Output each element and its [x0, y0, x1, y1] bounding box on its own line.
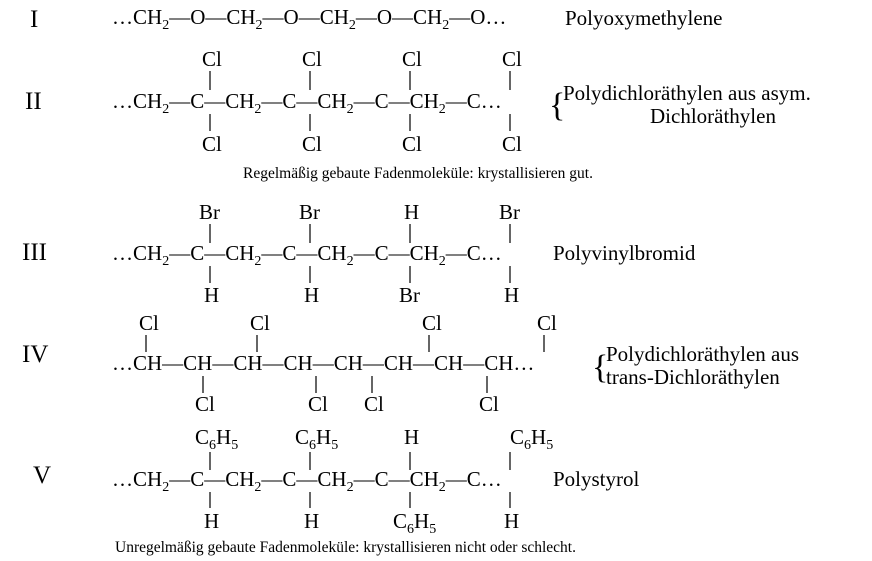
row-III-up-1: Br: [299, 200, 320, 224]
row-IV-name-line-1: Polydichloräthylen aus: [606, 342, 799, 366]
row-II-bonds: [209, 71, 511, 131]
row-II-up-3: Cl: [502, 47, 522, 71]
row-IV-chain: …CH—CH—CH—CH—CH—CH—CH—CH…: [112, 351, 534, 375]
row-III-numeral: III: [22, 239, 47, 266]
row-V-up-substituents: C6H5 C6H5 H C6H5: [195, 425, 553, 453]
row-I-name: Polyoxymethylene: [565, 6, 722, 30]
row-IV-down-3: Cl: [479, 392, 499, 416]
row-V-down-1: H: [304, 509, 319, 533]
row-IV-down-substituents: Cl Cl Cl Cl: [195, 392, 499, 416]
row-III-down-substituents: H H Br H: [204, 283, 519, 307]
row-IV-down-2: Cl: [364, 392, 384, 416]
row-II-name-line-2: Dichloräthylen: [650, 104, 776, 128]
row-IV-name-line-2: trans-Dichloräthylen: [606, 365, 780, 389]
row-III-up-3: Br: [499, 200, 520, 224]
row-III-up-2: H: [404, 200, 419, 224]
row-II-up-0: Cl: [202, 47, 222, 71]
row-IV-bonds: [145, 335, 545, 393]
row-V-up-2: H: [404, 425, 419, 449]
row-II-down-substituents: Cl Cl Cl Cl: [202, 132, 522, 156]
row-II-down-1: Cl: [302, 132, 322, 156]
row-V-up-3: C6H5: [510, 425, 553, 453]
row-III-chain: …CH2—C—CH2—C—CH2—C—CH2—C…: [112, 241, 502, 269]
row-IV-numeral: IV: [22, 341, 48, 368]
row-V-up-0: C6H5: [195, 425, 238, 453]
row-V-numeral: V: [33, 462, 51, 489]
row-III-up-0: Br: [199, 200, 220, 224]
row-V-down-2: C6H5: [393, 509, 436, 537]
row-III-down-3: H: [504, 283, 519, 307]
row-III-down-2: Br: [399, 283, 420, 307]
row-IV-up-1: Cl: [250, 311, 270, 335]
caption-irregular: Unregelmäßig gebaute Fadenmoleküle: krys…: [115, 539, 576, 556]
row-I-chain: …CH2—O—CH2—O—CH2—O—CH2—O…: [112, 5, 506, 33]
row-IV-brace: {: [592, 349, 608, 386]
row-III-up-substituents: Br Br H Br: [199, 200, 520, 224]
row-IV-down-1: Cl: [308, 392, 328, 416]
caption-regular: Regelmäßig gebaute Fadenmoleküle: krysta…: [243, 165, 593, 182]
row-V-bonds: [209, 452, 511, 508]
row-II-brace: {: [549, 87, 565, 124]
row-III-name: Polyvinylbromid: [553, 241, 696, 265]
row-IV-up-3: Cl: [537, 311, 557, 335]
row-III-down-1: H: [304, 283, 319, 307]
row-IV-up-substituents: Cl Cl Cl Cl: [139, 311, 557, 335]
row-V-chain: …CH2—C—CH2—C—CH2—C—CH2—C…: [112, 467, 502, 495]
row-I-numeral: I: [30, 6, 38, 33]
row-II-numeral: II: [25, 88, 42, 115]
row-II-name-line-1: Polydichloräthylen aus asym.: [563, 81, 811, 105]
row-II-up-1: Cl: [302, 47, 322, 71]
row-II-down-2: Cl: [402, 132, 422, 156]
row-III-bonds: [209, 224, 511, 283]
row-II-up-2: Cl: [402, 47, 422, 71]
row-V-down-3: H: [504, 509, 519, 533]
row-II-up-substituents: Cl Cl Cl Cl: [202, 47, 522, 71]
row-II-down-3: Cl: [502, 132, 522, 156]
row-IV-down-0: Cl: [195, 392, 215, 416]
row-V-up-1: C6H5: [295, 425, 338, 453]
row-V-down-substituents: H H C6H5 H: [204, 509, 519, 537]
row-V-down-0: H: [204, 509, 219, 533]
row-IV-up-2: Cl: [422, 311, 442, 335]
row-V-name: Polystyrol: [553, 467, 640, 491]
row-II-down-0: Cl: [202, 132, 222, 156]
row-III-down-0: H: [204, 283, 219, 307]
row-II-chain: …CH2—C—CH2—C—CH2—C—CH2—C…: [112, 89, 502, 117]
row-IV-up-0: Cl: [139, 311, 159, 335]
